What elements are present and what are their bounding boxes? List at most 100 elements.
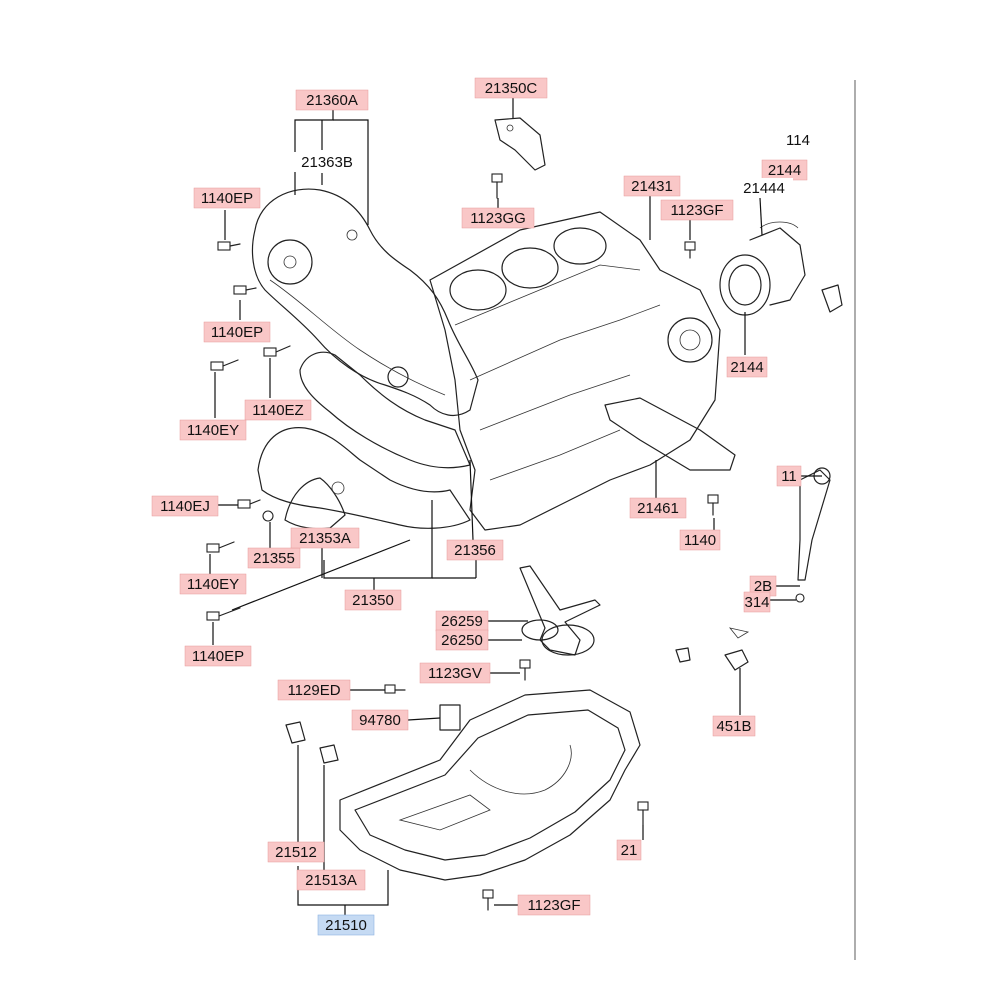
callout-text: 21356 xyxy=(454,542,496,559)
callout-text: 21350 xyxy=(352,592,394,609)
callout-26259: 26259 xyxy=(435,610,489,632)
callout-1123gv: 1123GV xyxy=(419,662,491,684)
callout-1140ej: 1140EJ xyxy=(151,495,219,517)
callout-text: 1140EJ xyxy=(160,498,210,515)
callout-21461: 21461 xyxy=(629,497,687,519)
callout-highlight xyxy=(660,199,734,221)
callout-451b: 451B xyxy=(712,715,756,737)
callout-text: 1123GF xyxy=(527,897,580,914)
callout-highlight xyxy=(776,465,802,487)
callout-1140-right: 1140 xyxy=(679,529,721,551)
callout-2b: 2B xyxy=(749,575,777,597)
callout-1140ep-3: 1140EP xyxy=(184,645,252,667)
callout-text: 94780 xyxy=(359,712,401,729)
callout-highlight xyxy=(419,662,491,684)
bolt-icon xyxy=(210,359,239,371)
callout-highlight xyxy=(446,539,504,561)
oil-level-gauge xyxy=(797,469,831,581)
callout-highlight xyxy=(247,547,301,569)
bolt-icon xyxy=(519,659,531,681)
callout-text: 1140EP xyxy=(201,190,253,207)
callout-highlight xyxy=(517,894,591,916)
callout-highlight xyxy=(267,841,325,863)
callout-text: 21363B xyxy=(301,154,353,171)
callout-text: 2144 xyxy=(768,162,801,179)
bolt-icon xyxy=(206,541,235,553)
callout-highlight xyxy=(179,419,247,441)
callout-11-right: 11 xyxy=(776,465,802,487)
callout-314: 314 xyxy=(743,591,771,613)
callout-text: 21513A xyxy=(305,872,357,889)
callout-highlight xyxy=(344,589,402,611)
cylinder-block xyxy=(429,211,736,531)
bolt-icon xyxy=(482,889,494,911)
callout-text: 21 xyxy=(621,842,638,859)
callout-text: 1123GV xyxy=(428,665,482,682)
bolt-icon xyxy=(263,345,291,357)
callout-1123gf-top: 1123GF xyxy=(660,199,734,221)
callout-text: 21512 xyxy=(275,844,317,861)
callout-highlight xyxy=(151,495,219,517)
washer-icon xyxy=(795,593,805,603)
callout-1123gf-bottom: 1123GF xyxy=(517,894,591,916)
callout-text: 26259 xyxy=(441,613,483,630)
callout-highlight xyxy=(629,497,687,519)
callout-21363b: 21363B xyxy=(293,152,361,172)
callout-21350: 21350 xyxy=(344,589,402,611)
callout-highlight xyxy=(623,175,681,197)
bolt-icon xyxy=(684,241,696,259)
callout-1140ey-1: 1140EY xyxy=(179,419,247,441)
callout-text: 1140 xyxy=(684,532,716,549)
callout-highlight xyxy=(203,321,271,343)
callout-highlight xyxy=(616,839,642,861)
oil-seal-retainer xyxy=(719,221,806,316)
callout-text: 1123GF xyxy=(670,202,723,219)
callout-text: 21510 xyxy=(325,917,367,934)
bolt-icon xyxy=(233,285,257,295)
callout-2144: 2144 xyxy=(761,159,808,181)
callout-21355: 21355 xyxy=(247,547,301,569)
callout-1140ep-2: 1140EP xyxy=(203,321,271,343)
callout-highlight xyxy=(184,645,252,667)
callout-text: 451B xyxy=(716,718,751,735)
timing-belt-cover-lower xyxy=(257,427,471,530)
callout-21360a: 21360A xyxy=(295,89,369,111)
callout-text: 21431 xyxy=(631,178,673,195)
callout-text: 11 xyxy=(781,468,797,485)
callout-1140ez: 1140EZ xyxy=(244,399,312,421)
callout-2144-low: 2144 xyxy=(726,356,768,378)
callout-highlight xyxy=(317,914,375,936)
callout-highlight xyxy=(743,591,771,613)
callout-labels: 21360A21363B21350C1123GG214311123GF11421… xyxy=(151,77,813,936)
drain-plug-gasket xyxy=(319,744,339,764)
callout-21512: 21512 xyxy=(267,841,325,863)
timing-case-plate xyxy=(299,351,471,469)
bolt-icon xyxy=(384,684,406,694)
bracket-21350c xyxy=(494,117,546,171)
bolt-icon xyxy=(637,801,649,826)
callout-21-bottom: 21 xyxy=(616,839,642,861)
callout-text: 26250 xyxy=(441,632,483,649)
callout-1140ey-2: 1140EY xyxy=(179,573,247,595)
callout-highlight xyxy=(435,629,489,651)
callout-21513a: 21513A xyxy=(296,869,366,891)
callout-21431: 21431 xyxy=(623,175,681,197)
callout-text: 1140EP xyxy=(211,324,263,341)
callout-text: 1140EZ xyxy=(252,402,303,419)
callout-text: 2B xyxy=(754,578,772,595)
callout-highlight xyxy=(296,869,366,891)
callout-text: 1140EY xyxy=(187,576,239,593)
level-switch xyxy=(724,649,749,671)
callout-21510: 21510 xyxy=(317,914,375,936)
callout-highlight xyxy=(277,679,351,701)
callout-text: 21350C xyxy=(485,80,538,97)
callout-text: 21461 xyxy=(637,500,679,517)
callout-highlight xyxy=(193,187,261,209)
callout-1129ed: 1129ED xyxy=(277,679,351,701)
callout-21353a: 21353A xyxy=(290,527,360,549)
bolts xyxy=(206,173,805,911)
callout-21350c: 21350C xyxy=(474,77,548,99)
callout-text: 1129ED xyxy=(287,682,340,699)
